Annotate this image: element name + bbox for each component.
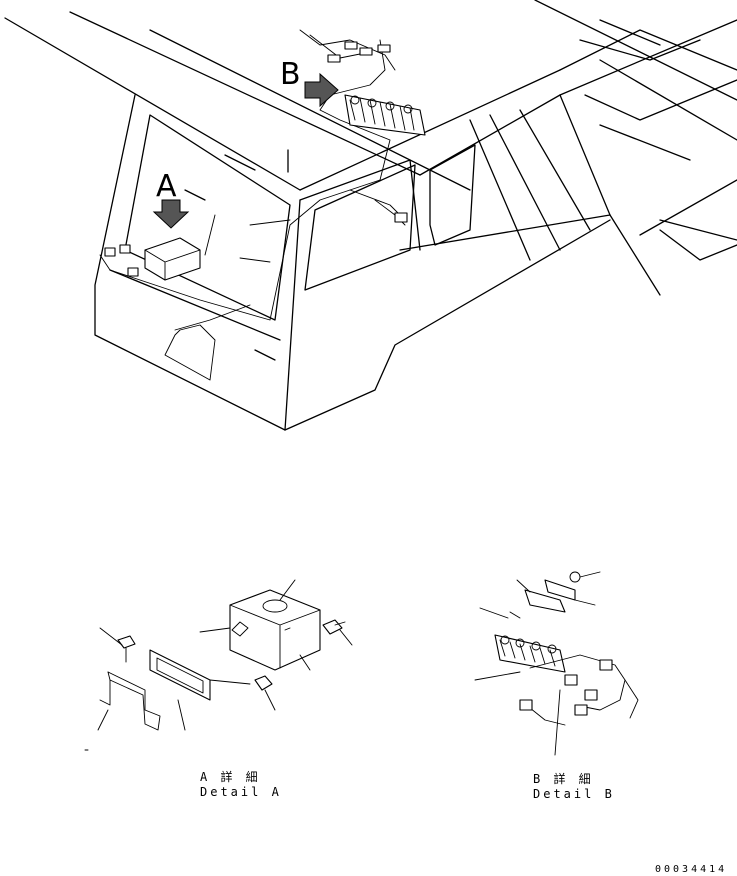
cab-overview — [4, 0, 737, 431]
detail-b-title-jp: B 詳 細 — [533, 772, 594, 786]
detail-a-title-en: Detail A — [200, 785, 282, 799]
fuse-block-b — [344, 94, 426, 136]
drawing-number: 00034414 — [655, 864, 728, 875]
detail-b-title-en: Detail B — [533, 787, 615, 801]
arrow-a-icon — [152, 199, 190, 229]
arrow-b-label: B — [280, 57, 301, 92]
detail-a-title-jp: A 詳 細 — [200, 770, 261, 784]
radio-unit-main — [144, 237, 201, 281]
arrow-a-label: A — [156, 169, 177, 204]
detail-b-drawing — [474, 571, 639, 756]
detail-a-drawing — [84, 579, 353, 751]
arrow-b-icon — [304, 72, 339, 108]
